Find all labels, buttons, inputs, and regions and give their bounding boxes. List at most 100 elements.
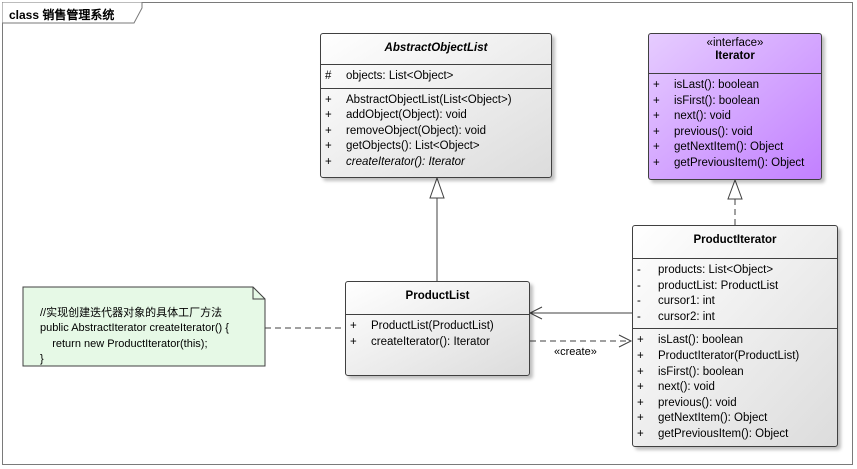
operation-row: + isFirst(): boolean [649, 94, 821, 110]
visibility-marker: + [637, 349, 644, 362]
operation-row: + AbstractObjectList(List<Object>) [321, 93, 551, 109]
operation-text: isFirst(): boolean [658, 365, 744, 378]
note-line: public AbstractIterator createIterator()… [40, 322, 229, 335]
visibility-marker: + [637, 381, 644, 394]
visibility-marker: + [653, 94, 660, 107]
operation-text: AbstractObjectList(List<Object>) [346, 93, 512, 106]
operation-text: previous(): void [674, 125, 753, 138]
note-fold [252, 287, 265, 300]
attribute-row: # objects: List<Object> [321, 69, 551, 85]
visibility-marker: + [653, 79, 660, 91]
operation-text: isFirst(): boolean [674, 94, 760, 107]
attribute-row: - cursor1: int [633, 294, 837, 310]
operation-row: + ProductList(ProductList) [346, 319, 529, 335]
visibility-marker: + [350, 335, 357, 348]
visibility-marker: + [325, 155, 332, 168]
attribute-text: cursor2: int [658, 310, 715, 323]
operation-compartment: + isLast(): boolean + isFirst(): boolean… [649, 74, 821, 175]
operation-text: isLast(): boolean [658, 334, 744, 347]
visibility-marker: + [637, 412, 644, 425]
operation-row: + previous(): void [649, 125, 821, 141]
operation-text: createIterator(): Iterator [371, 335, 490, 348]
visibility-marker: + [653, 156, 660, 169]
visibility-marker: + [350, 320, 357, 332]
attribute-text: productList: ProductList [658, 279, 779, 292]
note-line: return new ProductIterator(this); [40, 337, 208, 350]
operation-text: ProductList(ProductList) [371, 320, 494, 332]
visibility-marker: + [637, 396, 644, 409]
attribute-row: - cursor2: int [633, 310, 837, 326]
operation-row: + ProductIterator(ProductList) [633, 349, 837, 365]
create-stereotype-label: «create» [554, 346, 597, 358]
realization-arrowhead [727, 178, 743, 200]
operation-compartment: + isLast(): boolean + ProductIterator(Pr… [633, 329, 837, 445]
visibility-marker: + [325, 93, 332, 106]
note-shape [22, 286, 266, 367]
visibility-marker: + [325, 109, 332, 122]
attribute-text: objects: List<Object> [346, 70, 454, 82]
operation-row: + getNextItem(): Object [633, 411, 837, 427]
operation-text: createIterator(): Iterator [346, 155, 465, 168]
operation-row: + removeObject(Object): void [321, 124, 551, 140]
class-header: «interface» Iterator [649, 34, 821, 74]
visibility-marker: # [325, 70, 332, 82]
operation-text: removeObject(Object): void [346, 124, 486, 137]
operation-compartment: + ProductList(ProductList) + createItera… [346, 315, 529, 353]
frame-tab [2, 2, 143, 24]
operation-text: isLast(): boolean [674, 79, 760, 91]
operation-row: + isLast(): boolean [633, 333, 837, 349]
operation-row: + next(): void [633, 380, 837, 396]
operation-text: next(): void [658, 381, 715, 394]
visibility-marker: - [637, 310, 641, 323]
operation-row: + next(): void [649, 109, 821, 125]
visibility-marker: + [637, 427, 644, 440]
operation-row: + createIterator(): Iterator [346, 335, 529, 351]
attribute-text: products: List<Object> [658, 264, 774, 276]
class-product-iterator[interactable]: ProductIterator - products: List<Object>… [632, 225, 838, 447]
visibility-marker: + [637, 334, 644, 347]
note-line: } [40, 352, 44, 365]
operation-row: + previous(): void [633, 396, 837, 412]
visibility-marker: + [325, 124, 332, 137]
class-product-list[interactable]: ProductList + ProductList(ProductList) +… [345, 281, 530, 376]
visibility-marker: - [637, 279, 641, 292]
stereotype-label: «interface» [706, 37, 764, 49]
note-line: //实现创建迭代器对象的具体工厂方法 [40, 307, 223, 319]
operation-text: getNextItem(): Object [658, 412, 768, 425]
operation-text: previous(): void [658, 396, 737, 409]
interface-iterator[interactable]: «interface» Iterator + isLast(): boolean… [648, 33, 822, 180]
operation-row: + createIterator(): Iterator [321, 155, 551, 171]
visibility-marker: + [325, 140, 332, 153]
operation-text: getPreviousItem(): Object [658, 427, 789, 440]
attribute-text: cursor1: int [658, 295, 715, 308]
class-name: AbstractObjectList [321, 34, 551, 65]
visibility-marker: + [637, 365, 644, 378]
attribute-compartment: - products: List<Object> - productList: … [633, 259, 837, 330]
operation-row: + getPreviousItem(): Object [649, 156, 821, 172]
class-abstract-object-list[interactable]: AbstractObjectList # objects: List<Objec… [320, 33, 552, 178]
operation-row: + isLast(): boolean [649, 78, 821, 94]
operation-text: next(): void [674, 110, 731, 123]
visibility-marker: - [637, 264, 641, 276]
attribute-compartment: # objects: List<Object> [321, 65, 551, 89]
operation-text: addObject(Object): void [346, 109, 467, 122]
operation-text: ProductIterator(ProductList) [658, 349, 800, 362]
create-dependency-arrowhead [618, 334, 633, 348]
class-name: Iterator [715, 50, 755, 62]
generalization-arrowhead [429, 176, 445, 199]
visibility-marker: - [637, 295, 641, 308]
operation-row: + getPreviousItem(): Object [633, 427, 837, 443]
operation-row: + isFirst(): boolean [633, 365, 837, 381]
class-name: ProductList [346, 282, 529, 315]
operation-row: + getObjects(): List<Object> [321, 139, 551, 155]
visibility-marker: + [653, 125, 660, 138]
operation-text: getObjects(): List<Object> [346, 140, 480, 153]
operation-text: getNextItem(): Object [674, 141, 784, 154]
diagram-title: class 销售管理系统 [9, 8, 115, 22]
operation-text: getPreviousItem(): Object [674, 156, 805, 169]
visibility-marker: + [653, 110, 660, 123]
association-arrowhead [528, 306, 543, 320]
operation-compartment: + AbstractObjectList(List<Object>) + add… [321, 89, 551, 174]
